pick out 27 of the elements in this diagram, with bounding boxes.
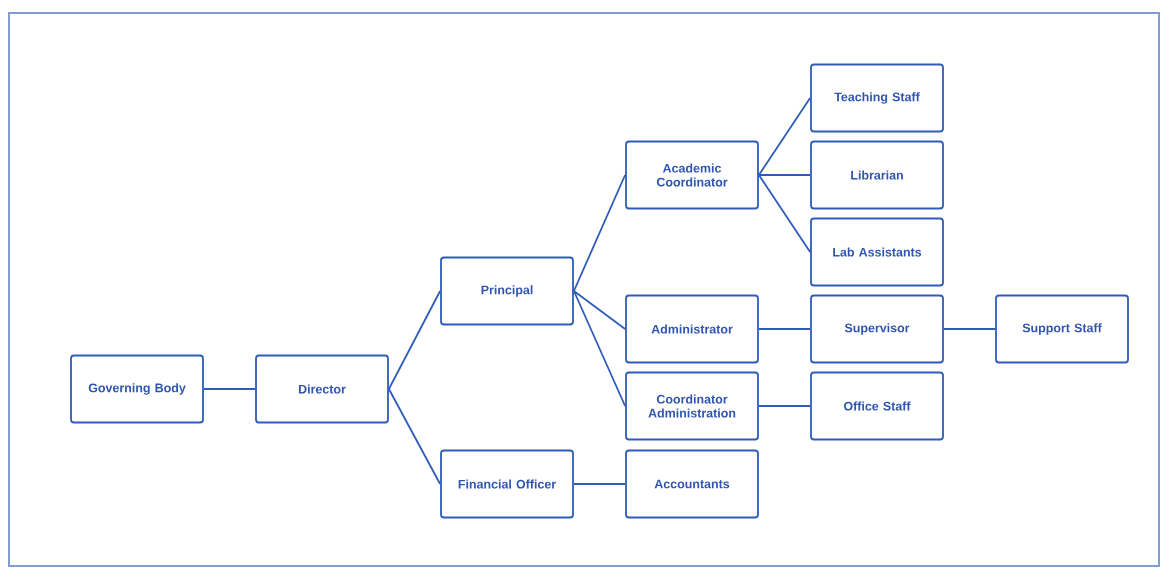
org-box: Director [255, 354, 389, 424]
connector-line [943, 328, 996, 330]
org-box: Academic Coordinator [625, 140, 759, 210]
connector-line [758, 174, 811, 176]
connector-line [573, 174, 626, 292]
connector-line [758, 328, 811, 330]
org-box: Financial Officer [440, 449, 574, 519]
org-box: Teaching Staff [810, 63, 944, 133]
org-box: Principal [440, 256, 574, 326]
connector-line [573, 290, 626, 330]
org-box: Librarian [810, 140, 944, 210]
connector-line [388, 388, 441, 485]
connector-line [758, 405, 811, 407]
org-box: Office Staff [810, 371, 944, 441]
org-box: Support Staff [995, 294, 1129, 364]
org-box: Coordinator Administration [625, 371, 759, 441]
org-box: Supervisor [810, 294, 944, 364]
org-box: Governing Body [70, 354, 204, 424]
connector-line [573, 483, 626, 485]
connector-line [758, 174, 811, 253]
org-box: Accountants [625, 449, 759, 519]
connector-line [203, 388, 256, 390]
connector-line [758, 97, 811, 176]
connector-line [573, 290, 626, 407]
connector-line [388, 290, 441, 390]
org-box: Lab Assistants [810, 217, 944, 287]
org-box: Administrator [625, 294, 759, 364]
